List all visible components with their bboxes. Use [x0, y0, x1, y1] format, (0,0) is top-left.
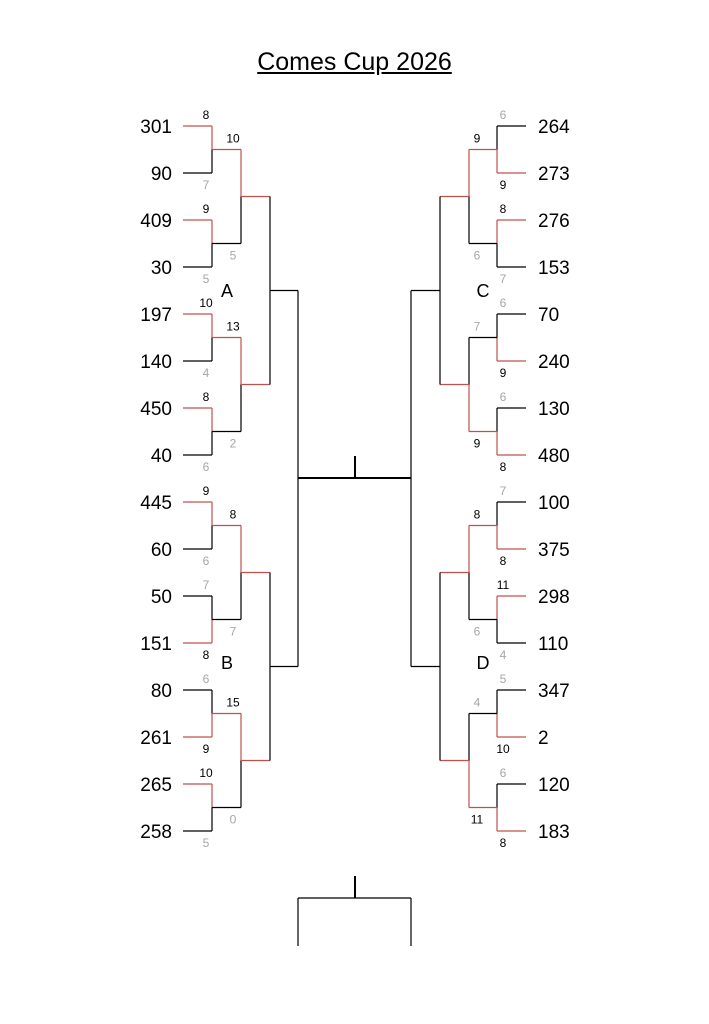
team-name: 40: [151, 446, 172, 467]
score-label: 9: [203, 742, 210, 756]
score-label: 5: [500, 672, 507, 686]
region-label-d: D: [477, 653, 490, 673]
score-label: 0: [230, 813, 237, 827]
score-label: 8: [500, 202, 507, 216]
team-name: 301: [140, 117, 172, 138]
region-label-c: C: [477, 281, 490, 301]
team-name: 60: [151, 540, 172, 561]
team-name: 265: [140, 775, 172, 796]
team-name: 261: [140, 728, 172, 749]
team-name: 450: [140, 399, 172, 420]
score-label: 8: [474, 508, 481, 522]
team-name: 409: [140, 211, 172, 232]
score-label: 6: [474, 249, 481, 263]
score-label: 7: [203, 578, 210, 592]
team-name: 480: [538, 446, 570, 467]
score-label: 10: [496, 742, 510, 756]
team-name: 273: [538, 164, 570, 185]
score-label: 6: [500, 390, 507, 404]
score-label: 8: [500, 460, 507, 474]
team-name: 375: [538, 540, 570, 561]
score-label: 5: [230, 249, 237, 263]
team-name: 258: [140, 822, 172, 843]
score-label: 8: [230, 508, 237, 522]
score-label: 8: [203, 648, 210, 662]
score-label: 6: [500, 108, 507, 122]
score-label: 15: [226, 696, 240, 710]
score-label: 10: [199, 766, 213, 780]
score-label: 4: [203, 366, 210, 380]
team-name: 153: [538, 258, 570, 279]
team-name: 2: [538, 728, 549, 749]
score-label: 4: [474, 696, 481, 710]
score-label: 8: [203, 108, 210, 122]
score-label: 6: [474, 625, 481, 639]
score-label: 10: [199, 296, 213, 310]
team-name: 70: [538, 305, 559, 326]
bracket-title: Comes Cup 2026: [257, 48, 452, 76]
score-label: 9: [500, 178, 507, 192]
team-name: 347: [538, 681, 570, 702]
score-label: 6: [203, 672, 210, 686]
score-label: 9: [203, 484, 210, 498]
team-name: 445: [140, 493, 172, 514]
region-label-a: A: [221, 281, 233, 301]
score-label: 7: [203, 178, 210, 192]
score-label: 9: [203, 202, 210, 216]
score-label: 4: [500, 648, 507, 662]
score-label: 7: [500, 484, 507, 498]
team-name: 298: [538, 587, 570, 608]
team-name: 110: [538, 634, 568, 655]
score-label: 8: [500, 554, 507, 568]
score-label: 9: [500, 366, 507, 380]
team-name: 151: [140, 634, 172, 655]
team-name: 30: [151, 258, 172, 279]
score-label: 2: [230, 437, 237, 451]
score-label: 9: [474, 437, 481, 451]
score-label: 9: [474, 132, 481, 146]
team-name: 100: [538, 493, 570, 514]
team-name: 120: [538, 775, 570, 796]
team-name: 276: [538, 211, 570, 232]
score-label: 8: [500, 836, 507, 850]
score-label: 6: [203, 554, 210, 568]
score-label: 6: [500, 766, 507, 780]
score-label: 6: [203, 460, 210, 474]
team-name: 140: [140, 352, 172, 373]
team-name: 130: [538, 399, 570, 420]
team-name: 80: [151, 681, 172, 702]
team-name: 90: [151, 164, 172, 185]
score-label: 5: [203, 272, 210, 286]
score-label: 11: [497, 578, 510, 592]
score-label: 7: [230, 625, 237, 639]
score-label: 11: [471, 813, 484, 827]
team-name: 197: [140, 305, 172, 326]
score-label: 6: [500, 296, 507, 310]
team-name: 240: [538, 352, 570, 373]
team-name: 264: [538, 117, 570, 138]
score-label: 8: [203, 390, 210, 404]
score-label: 7: [474, 320, 481, 334]
region-label-b: B: [221, 653, 233, 673]
team-name: 50: [151, 587, 172, 608]
team-name: 183: [538, 822, 570, 843]
score-label: 5: [203, 836, 210, 850]
score-label: 13: [226, 320, 240, 334]
score-label: 7: [500, 272, 507, 286]
score-label: 10: [226, 132, 240, 146]
